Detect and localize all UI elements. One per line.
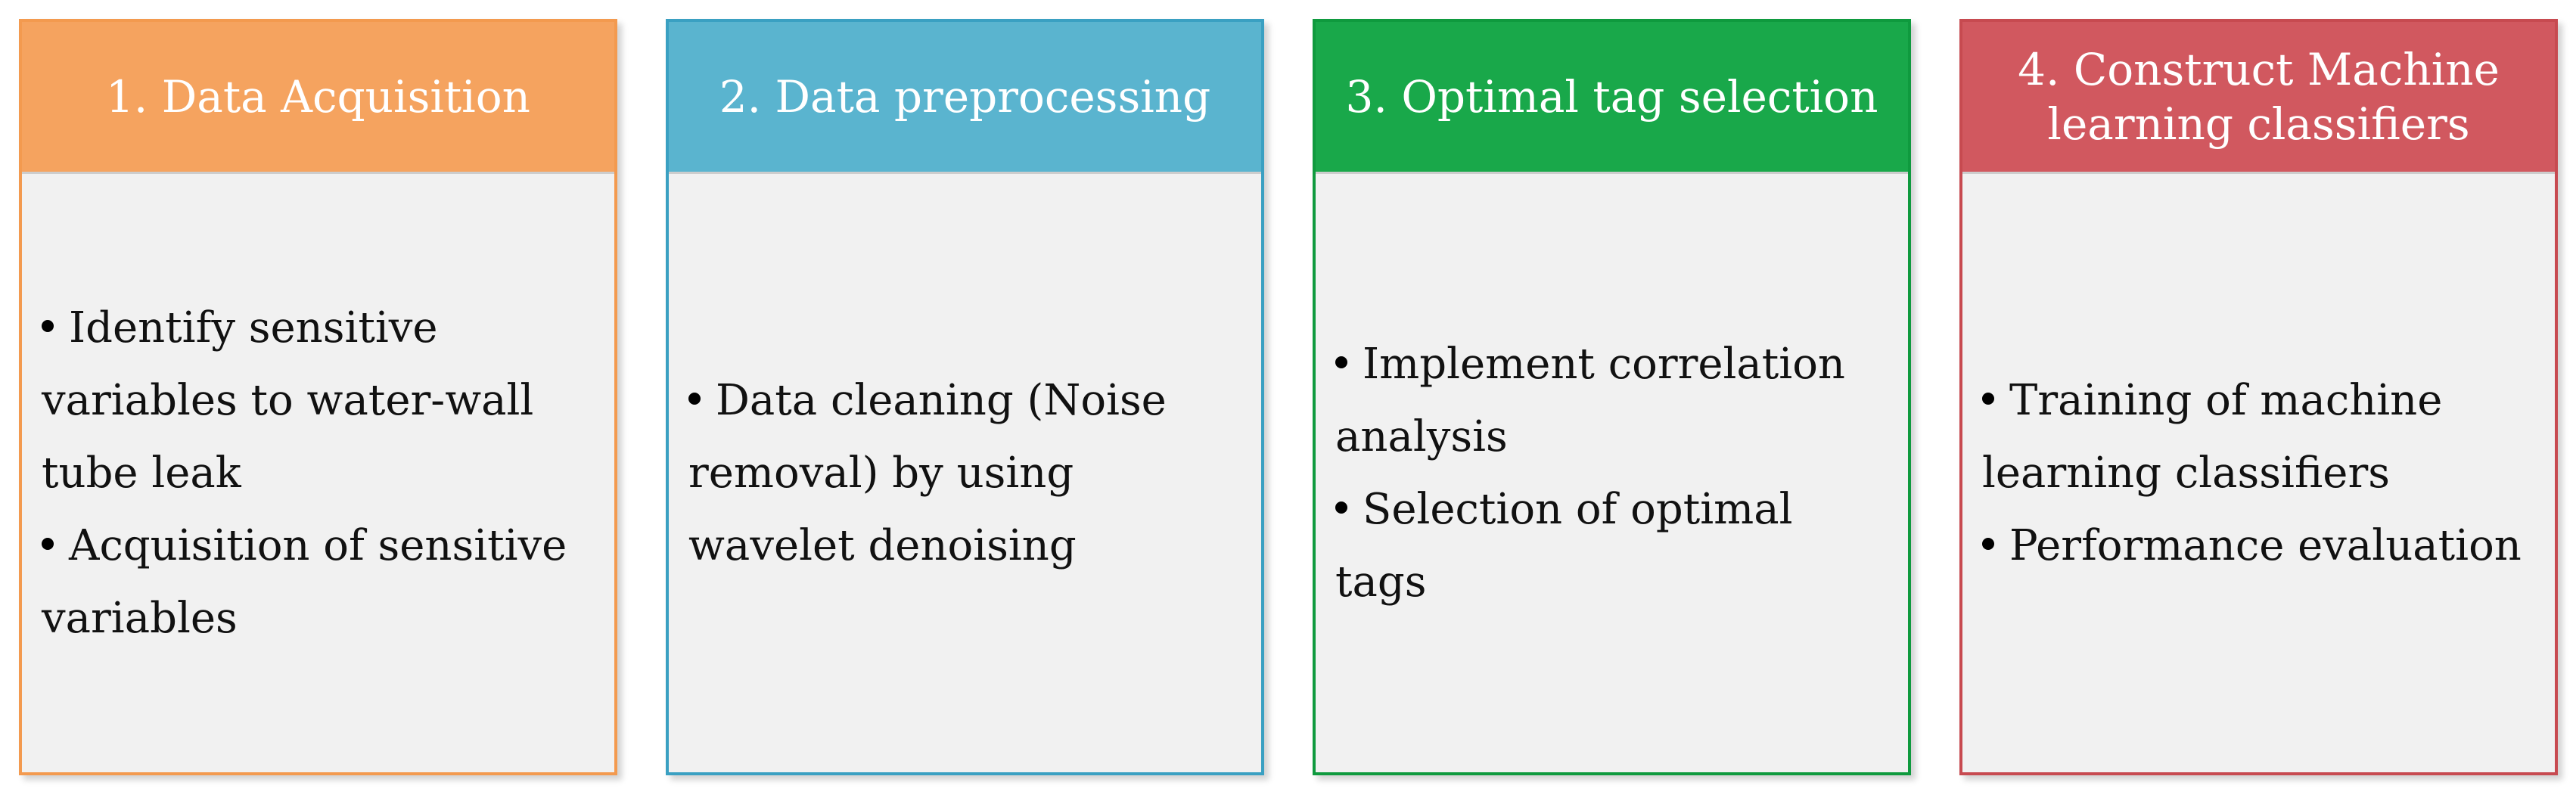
bullet-text: Performance evaluation — [2009, 520, 2522, 570]
bullet-list: Data cleaning (Noise removal) by using w… — [688, 365, 1241, 582]
step-header-data-preprocessing: 2. Data preprocessing — [669, 22, 1261, 172]
step-title: 4. Construct Machine learning classifier… — [2018, 43, 2500, 151]
bullet-icon — [1335, 501, 1347, 514]
step-body: Training of machine learning classifiers… — [1962, 172, 2555, 772]
step-body: Data cleaning (Noise removal) by using w… — [669, 172, 1261, 772]
bullet-list: Implement correlation analysis Selection… — [1335, 328, 1888, 619]
bullet-item: Selection of optimal tags — [1335, 474, 1888, 619]
step-card-data-preprocessing: 2. Data preprocessing Data cleaning (Noi… — [666, 19, 1264, 775]
step-title: 2. Data preprocessing — [719, 70, 1211, 123]
bullet-item: Acquisition of sensitive variables — [42, 510, 595, 655]
bullet-list: Identify sensitive variables to water-wa… — [42, 292, 595, 655]
bullet-text: Training of machine learning classifiers — [1982, 375, 2443, 498]
bullet-text: Implement correlation analysis — [1335, 339, 1845, 461]
bullet-item: Implement correlation analysis — [1335, 328, 1888, 474]
bullet-item: Performance evaluation — [1982, 510, 2535, 582]
bullet-icon — [1982, 393, 1994, 405]
step-title: 1. Data Acquisition — [105, 70, 531, 123]
bullet-text: Identify sensitive variables to water-wa… — [42, 303, 534, 498]
bullet-text: Selection of optimal tags — [1335, 484, 1793, 607]
bullet-item: Data cleaning (Noise removal) by using w… — [688, 365, 1241, 582]
step-card-optimal-tag-selection: 3. Optimal tag selection Implement corre… — [1313, 19, 1911, 775]
bullet-text: Data cleaning (Noise removal) by using w… — [688, 375, 1167, 570]
bullet-icon — [42, 320, 54, 332]
step-header-construct-classifiers: 4. Construct Machine learning classifier… — [1962, 22, 2555, 172]
bullet-list: Training of machine learning classifiers… — [1982, 365, 2535, 582]
step-card-construct-classifiers: 4. Construct Machine learning classifier… — [1959, 19, 2558, 775]
step-card-data-acquisition: 1. Data Acquisition Identify sensitive v… — [19, 19, 617, 775]
step-body: Implement correlation analysis Selection… — [1316, 172, 1908, 772]
bullet-icon — [1982, 538, 1994, 550]
bullet-icon — [1335, 356, 1347, 368]
bullet-icon — [42, 538, 54, 550]
step-header-data-acquisition: 1. Data Acquisition — [22, 22, 614, 172]
bullet-text: Acquisition of sensitive variables — [42, 520, 567, 643]
step-title: 3. Optimal tag selection — [1345, 70, 1878, 123]
bullet-icon — [688, 393, 701, 405]
step-header-optimal-tag-selection: 3. Optimal tag selection — [1316, 22, 1908, 172]
step-body: Identify sensitive variables to water-wa… — [22, 172, 614, 772]
bullet-item: Identify sensitive variables to water-wa… — [42, 292, 595, 510]
bullet-item: Training of machine learning classifiers — [1982, 365, 2535, 510]
